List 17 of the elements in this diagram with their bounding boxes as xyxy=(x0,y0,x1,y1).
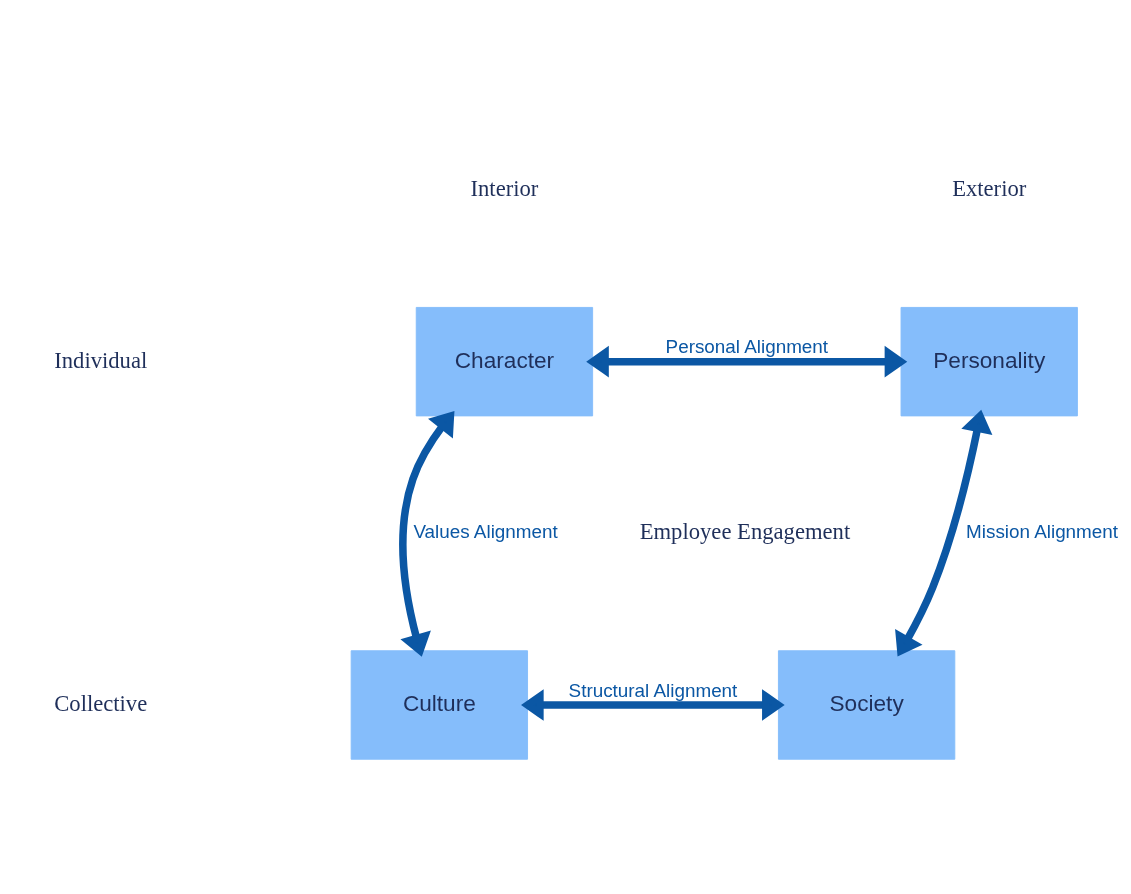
node-box: Character xyxy=(415,306,594,416)
label: Employee Engagement xyxy=(639,518,851,544)
node-box: Culture xyxy=(350,649,528,760)
arrow xyxy=(895,409,993,656)
edge-label: Mission Alignment xyxy=(966,520,1119,542)
arrow xyxy=(399,410,455,657)
label: Interior xyxy=(470,175,539,201)
edge-label: Values Alignment xyxy=(413,520,558,542)
label: Exterior xyxy=(952,175,1027,201)
edge-label: Structural Alignment xyxy=(568,679,738,700)
label: Individual xyxy=(54,347,148,373)
label: Collective xyxy=(54,690,148,716)
node-box: Personality xyxy=(900,306,1078,416)
arrow xyxy=(586,345,908,377)
arrow xyxy=(521,688,785,721)
edge-label: Personal Alignment xyxy=(665,335,829,357)
node-box: Society xyxy=(777,649,956,760)
